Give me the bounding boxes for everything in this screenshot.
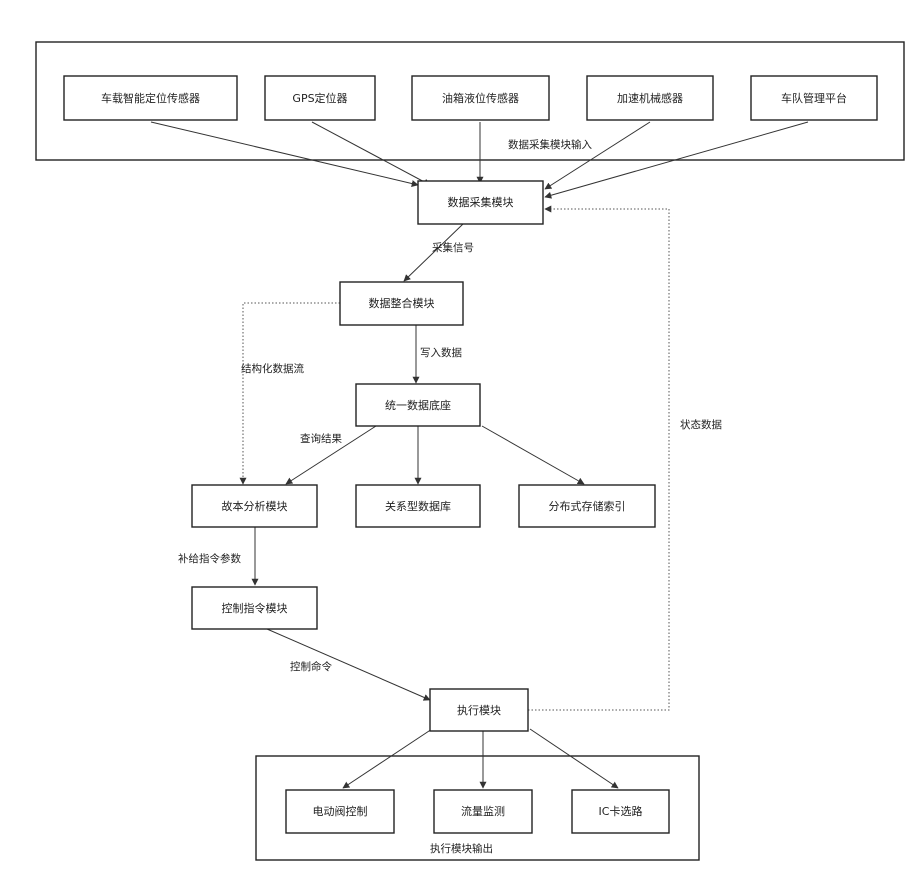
label-control-command: 控制命令: [290, 660, 332, 673]
node-ic-card: IC卡选路: [572, 790, 669, 833]
edge-gps-to-collection: [312, 122, 430, 185]
node-flow-monitor: 流量监测: [434, 790, 532, 833]
node-fuel-analysis-label: 故本分析模块: [222, 499, 288, 513]
label-collection-input: 数据采集模块输入: [508, 138, 592, 151]
node-accel-sensor: 加速机械感器: [587, 76, 713, 120]
label-execution-output: 执行模块输出: [430, 842, 493, 855]
node-data-integration-label: 数据整合模块: [369, 296, 435, 310]
label-structured-data: 结构化数据流: [241, 362, 304, 375]
edge-sensor-to-collection: [151, 122, 418, 185]
node-sensor-car-position-label: 车载智能定位传感器: [101, 91, 200, 105]
node-fleet-platform: 车队管理平台: [751, 76, 877, 120]
edge-database-to-distributed: [482, 426, 584, 484]
node-valve-control: 电动阀控制: [286, 790, 394, 833]
node-flow-monitor-label: 流量监测: [461, 804, 505, 818]
label-query-result: 查询结果: [300, 432, 342, 445]
node-valve-control-label: 电动阀控制: [313, 804, 368, 818]
node-execution-module-label: 执行模块: [457, 703, 501, 717]
edge-integration-to-analysis: [243, 303, 340, 484]
node-control-instruction-label: 控制指令模块: [222, 601, 288, 615]
node-gps-locator: GPS定位器: [265, 76, 375, 120]
label-write-data: 写入数据: [420, 346, 462, 359]
edge-execution-feedback-to-collection: [528, 209, 669, 710]
node-gps-locator-label: GPS定位器: [292, 91, 347, 105]
node-data-collection-label: 数据采集模块: [448, 195, 514, 209]
node-control-instruction: 控制指令模块: [192, 587, 317, 629]
label-collect-signal: 采集信号: [432, 241, 474, 254]
node-data-collection: 数据采集模块: [418, 181, 543, 224]
edge-execution-to-ic: [530, 729, 618, 788]
node-sensor-car-position: 车载智能定位传感器: [64, 76, 237, 120]
node-relational-db: 关系型数据库: [356, 485, 480, 527]
node-fuel-sensor: 油箱液位传感器: [412, 76, 549, 120]
node-ic-card-label: IC卡选路: [599, 805, 643, 818]
node-relational-db-label: 关系型数据库: [385, 499, 451, 513]
node-accel-sensor-label: 加速机械感器: [617, 91, 683, 105]
node-execution-module: 执行模块: [430, 689, 528, 731]
node-fuel-sensor-label: 油箱液位传感器: [442, 91, 519, 105]
node-fleet-platform-label: 车队管理平台: [781, 91, 847, 105]
label-status-data: 状态数据: [680, 418, 722, 431]
edge-accel-to-collection: [545, 122, 650, 189]
node-fuel-analysis: 故本分析模块: [192, 485, 317, 527]
node-data-integration: 数据整合模块: [340, 282, 463, 325]
node-distributed-storage: 分布式存储索引: [519, 485, 655, 527]
node-distributed-storage-label: 分布式存储索引: [549, 499, 626, 513]
edge-execution-to-valve: [343, 729, 432, 788]
node-unified-database-label: 统一数据底座: [385, 398, 451, 412]
node-unified-database: 统一数据底座: [356, 384, 480, 426]
label-feedback-params: 补给指令参数: [178, 552, 241, 565]
